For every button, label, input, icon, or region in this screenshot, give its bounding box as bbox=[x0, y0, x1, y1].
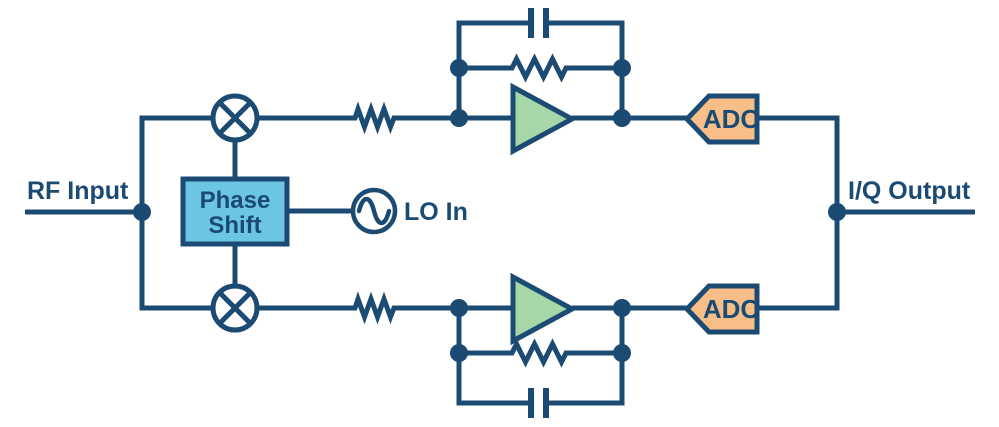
lo-source-icon bbox=[350, 187, 398, 235]
bottom-feedback-resistor-branch bbox=[459, 338, 622, 368]
phase-shift-box bbox=[180, 176, 290, 247]
amplifier-symbol-bottom bbox=[510, 272, 578, 346]
junction-dot bbox=[828, 203, 846, 221]
top-feedback-resistor-branch bbox=[459, 53, 622, 83]
junction-dot bbox=[613, 109, 631, 127]
bottom-capacitor-symbol bbox=[528, 388, 549, 418]
bottom-feedback-cap-rail bbox=[456, 308, 528, 406]
mixer-x bbox=[217, 290, 253, 326]
junction-dot bbox=[450, 344, 468, 362]
amplifier-symbol-top bbox=[510, 82, 578, 156]
top-feedback-cap-rail-right bbox=[549, 20, 625, 118]
mixer-x bbox=[217, 100, 253, 136]
junction-dot bbox=[613, 344, 631, 362]
adc-label-bottom: ADC bbox=[703, 294, 760, 324]
junction-dot bbox=[133, 203, 151, 221]
rf-input-label: RF Input bbox=[27, 177, 129, 205]
bottom-mixer-icon bbox=[210, 283, 260, 333]
iq-output-label: I/Q Output bbox=[848, 177, 971, 205]
top-mixer-icon bbox=[210, 93, 260, 143]
adc-block-top: ADC bbox=[683, 93, 760, 145]
top-capacitor-symbol bbox=[528, 8, 549, 38]
adc-block-bottom: ADC bbox=[683, 283, 760, 335]
junction-dot bbox=[450, 299, 468, 317]
junction-dots bbox=[133, 59, 846, 362]
adc-label-top: ADC bbox=[703, 104, 760, 134]
bottom-channel-wire-with-resistor bbox=[257, 291, 513, 325]
junction-dot bbox=[450, 59, 468, 77]
phase-shift-label-line1: Phase bbox=[200, 187, 271, 214]
bottom-feedback-cap-rail-right bbox=[549, 308, 625, 406]
phase-shift-label-line2: Shift bbox=[208, 212, 261, 239]
adc-shape bbox=[683, 283, 760, 335]
adc-shape bbox=[683, 93, 760, 145]
junction-dot bbox=[450, 109, 468, 127]
phase-shift-block: Phase Shift bbox=[180, 176, 290, 247]
right-rail-wire bbox=[757, 115, 840, 311]
sine-wave-icon bbox=[356, 196, 392, 226]
lo-in-label: LO In bbox=[404, 198, 468, 226]
junction-dot bbox=[613, 299, 631, 317]
top-channel-wire-with-resistor bbox=[257, 101, 513, 135]
junction-dot bbox=[613, 59, 631, 77]
top-feedback-cap-rail bbox=[456, 20, 528, 118]
